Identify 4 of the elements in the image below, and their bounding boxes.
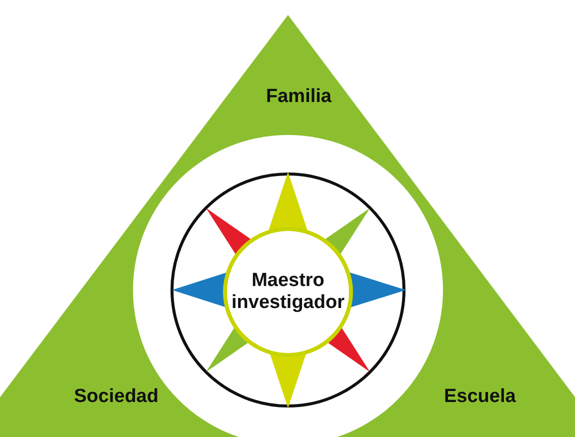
corner-label: Escuela	[444, 386, 516, 408]
node-label: Maestro investigador	[230, 270, 346, 314]
corner-label: Familia	[266, 86, 332, 108]
corner-label: Sociedad	[74, 386, 158, 408]
